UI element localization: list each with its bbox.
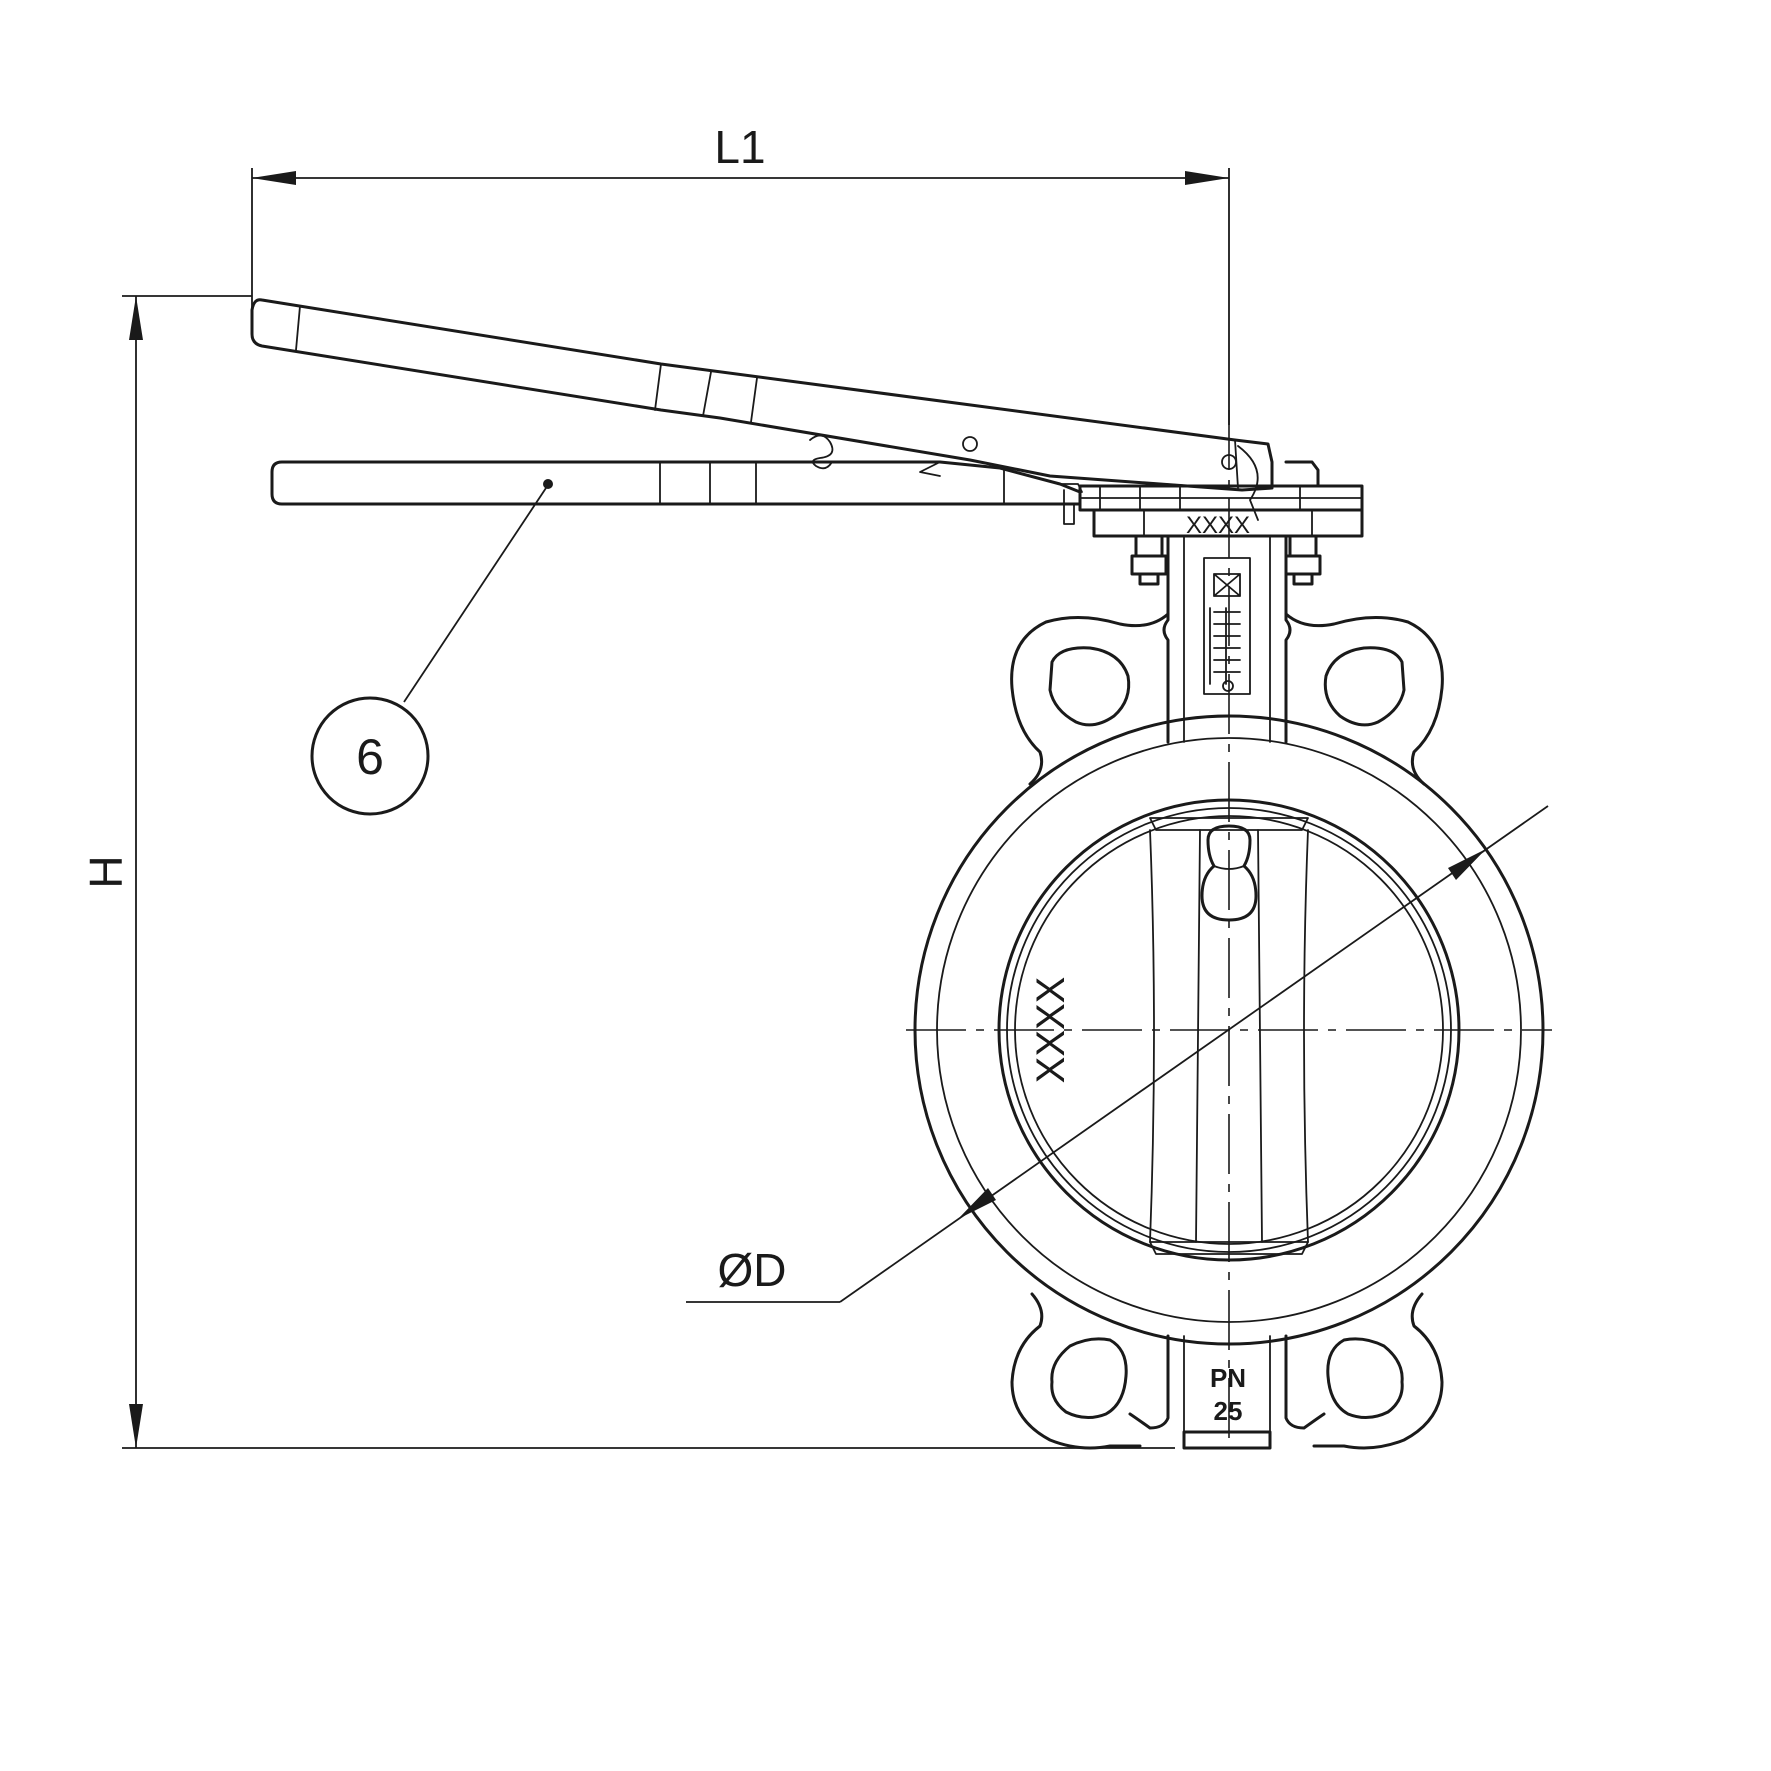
- valve-neck: [1162, 534, 1292, 744]
- dimension-h: H: [80, 295, 1175, 1449]
- dimension-l1-label: L1: [714, 121, 765, 173]
- nameplate-code: XXXX: [1186, 512, 1250, 539]
- dimension-h-label: H: [80, 855, 132, 888]
- dimension-l1: L1: [251, 121, 1230, 425]
- lever-handle: [250, 298, 1274, 525]
- pressure-rating-value: 25: [1214, 1396, 1243, 1426]
- dimension-diameter: ØD: [686, 805, 1549, 1303]
- item-balloon-6: 6: [310, 487, 547, 816]
- dimension-diameter-label: ØD: [718, 1244, 787, 1296]
- lug-hole-top-right: [1323, 646, 1406, 727]
- flange-bolts: [1130, 534, 1322, 586]
- balloon-number: 6: [356, 729, 384, 785]
- center-lines: [906, 410, 1552, 1448]
- top-mounting-plate: XXXX: [1078, 460, 1364, 539]
- lug-hole-bottom-right: [1326, 1337, 1404, 1419]
- lug-hole-top-left: [1048, 646, 1131, 727]
- pressure-rating-pn: PN: [1210, 1363, 1246, 1393]
- valve-disc: XXXX: [1029, 817, 1309, 1255]
- lug-hole-bottom-left: [1050, 1337, 1128, 1419]
